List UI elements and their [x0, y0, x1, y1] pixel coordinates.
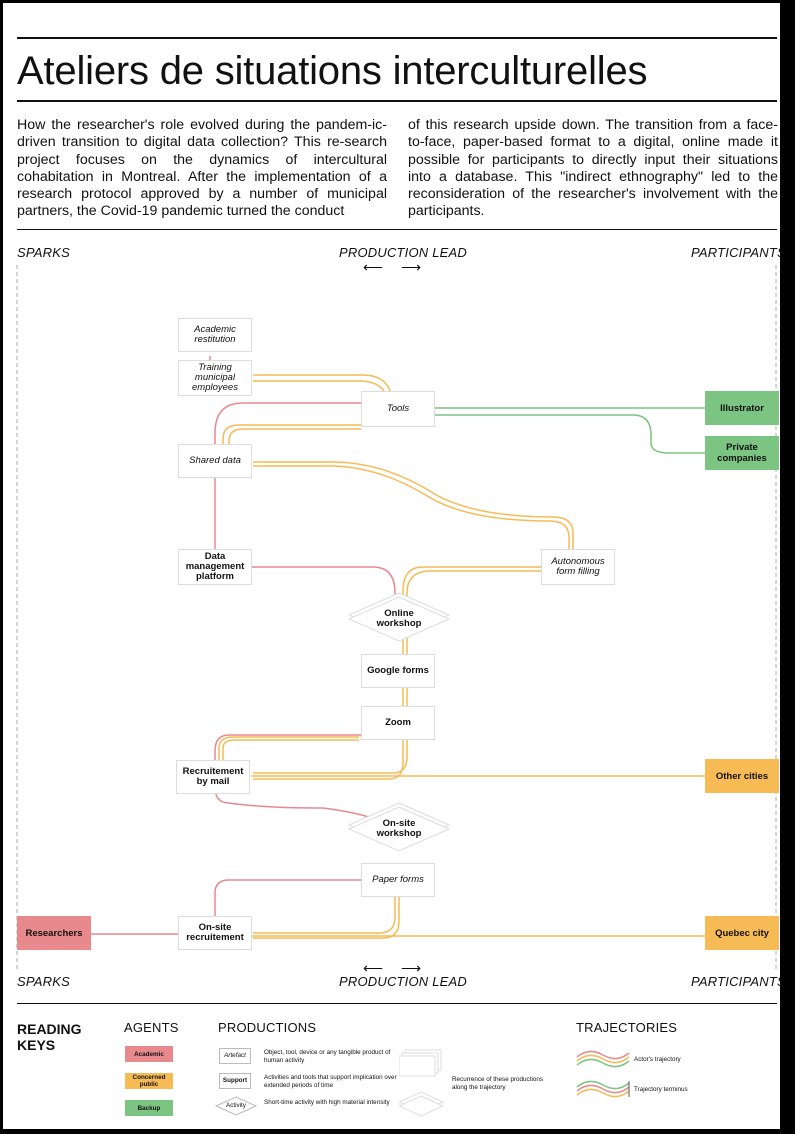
red-tools-link	[214, 402, 361, 549]
paper-forms-node: Paper forms	[361, 863, 435, 897]
axis-right-top: PARTICIPANTS	[691, 245, 780, 260]
recruitement-mail-node: Recruitement by mail	[176, 760, 250, 794]
online-workshop-label: Online workshop	[376, 608, 422, 629]
intro-left: How the researcher's role evolved during…	[17, 117, 387, 220]
researchers-agent: Researchers	[17, 916, 91, 950]
axis-left-top: SPARKS	[17, 245, 70, 260]
shared-data-node: Shared data	[178, 444, 252, 478]
recurrence-desc: Recurrence of these productions along th…	[452, 1076, 544, 1091]
onsite-recruitement-node: On-site recruitement	[178, 916, 252, 950]
artefact-swatch: Artefact	[219, 1048, 251, 1064]
red-zoom-link	[214, 734, 361, 765]
activity-swatch-label: Activity	[226, 1102, 246, 1109]
orange-shared-path-1	[253, 461, 574, 551]
orange-tools-path-1	[222, 424, 361, 449]
arrow-left-icon: ⟵	[363, 259, 384, 275]
trajectories-key-title: TRAJECTORIES	[576, 1020, 678, 1035]
axis-center-bottom: PRODUCTION LEAD	[339, 974, 467, 989]
trajectory-diagram	[16, 265, 777, 971]
backup-chip: Backup	[125, 1100, 173, 1116]
quebec-city-agent: Quebec city	[705, 916, 779, 950]
legend-rule	[17, 1003, 777, 1004]
onsite-workshop-diamond	[347, 806, 451, 852]
arrow-left-icon: ⟵	[363, 960, 384, 976]
arrow-right-icon: ⟶	[401, 960, 422, 976]
orange-onsite-path-1	[253, 883, 400, 939]
activity-swatch-icon	[215, 1096, 257, 1116]
red-onsite-link	[214, 786, 386, 824]
data-platform-node: Data management platform	[178, 549, 252, 585]
google-forms-node: Google forms	[361, 654, 435, 688]
tools-node: Tools	[361, 391, 435, 427]
arrow-right-icon: ⟶	[401, 259, 422, 275]
orange-tools-path-2	[228, 428, 361, 449]
concerned-public-chip: Concerned public	[125, 1073, 173, 1089]
title-rule	[17, 100, 777, 102]
orange-training-path-2	[253, 380, 386, 394]
actor-trajectory-desc: Actor's trajectory	[634, 1056, 681, 1063]
poster: Ateliers de situations interculturelles …	[3, 3, 780, 1129]
autonomous-node: Autonomous form filling	[541, 549, 615, 585]
page-title: Ateliers de situations interculturelles	[17, 49, 648, 93]
orange-zoom-path-2	[218, 736, 359, 765]
trajectory-terminus-desc: Trajectory terminus	[634, 1086, 688, 1093]
orange-training-path-1	[253, 374, 392, 394]
productions-key-title: PRODUCTIONS	[218, 1020, 317, 1035]
support-swatch: Support	[219, 1073, 251, 1089]
zoom-node: Zoom	[361, 706, 435, 740]
agents-key-title: AGENTS	[124, 1020, 179, 1035]
training-node: Training municipal employees	[178, 360, 252, 396]
support-desc: Activities and tools that support implic…	[264, 1074, 397, 1089]
axis-right-bottom: PARTICIPANTS	[691, 974, 780, 989]
private-companies-trajectory	[435, 414, 705, 454]
red-platform-link	[251, 566, 396, 603]
orange-shared-path-2	[253, 465, 570, 551]
academic-restitution-node: Academic restitution	[178, 318, 252, 352]
activity-desc: Short-time activity with high material i…	[264, 1099, 390, 1106]
axis-left-bottom: SPARKS	[17, 974, 70, 989]
intro-right: of this research upside down. The transi…	[408, 117, 778, 220]
artefact-desc: Object, tool, device or any tangible pro…	[264, 1049, 391, 1064]
legend-title: READING KEYS	[17, 1021, 82, 1053]
online-workshop-diamond	[347, 596, 451, 642]
trajectory-icon	[576, 1050, 630, 1098]
axis-center-top: PRODUCTION LEAD	[339, 245, 467, 260]
top-rule	[17, 37, 777, 39]
illustrator-agent: Illustrator	[705, 391, 779, 425]
other-cities-agent: Other cities	[705, 759, 779, 793]
orange-zoom-path-1	[222, 739, 359, 765]
orange-onsite-path-2	[253, 883, 396, 934]
intro-rule	[17, 229, 777, 230]
academic-chip: Academic	[125, 1046, 173, 1062]
red-paper-link	[214, 879, 361, 919]
private-companies-agent: Private companies	[705, 436, 779, 470]
recurrence-icon	[399, 1049, 445, 1117]
onsite-workshop-label: On-site workshop	[376, 818, 422, 839]
